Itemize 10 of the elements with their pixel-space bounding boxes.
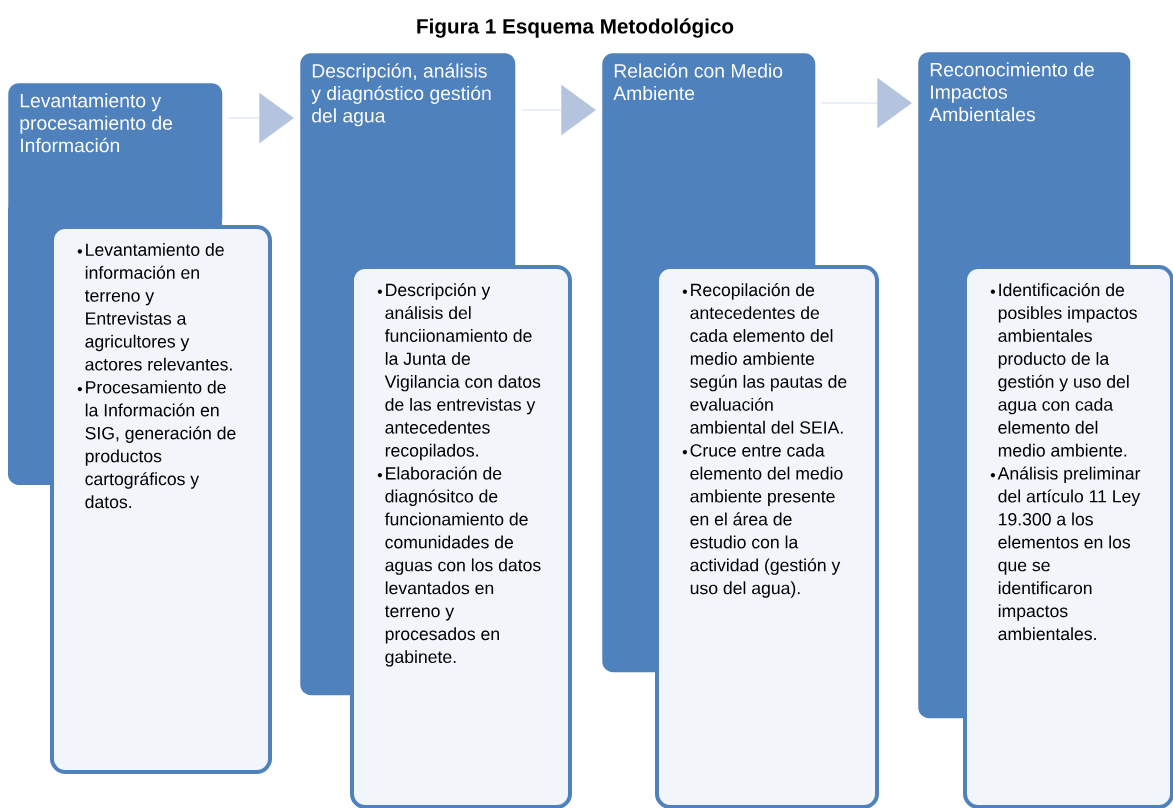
bullet-list-box: Recopilación de antecedentes de cada elemento del medio ambiente según las pautas de evaluación ambiental del SEIA. Cruce entre cada elemento del medio ambiente presente en el área de estudio con la actividad (gestión y uso del agua). [655, 265, 879, 808]
block-arrow [821, 77, 912, 129]
bullet-list-box: Identificación de posibles impactos ambientales producto de la gestión y uso del agua con cada elemento del medio ambiente. Análisis preliminar del artículo 11 Ley 19.300 a los elementos en los que se identificaron impactos ambientales. [963, 265, 1173, 808]
block-arrow [521, 84, 596, 136]
bullet-list-box: Descripción y análisis del funciionamiento de la Junta de Vigilancia con datos de las entrevistas y antecedentes recopilados. Elaboración de diagnósitco de funcionamiento de comunidades de aguas con los datos levantados en terreno y procesados en gabinete. [350, 265, 572, 808]
node-label: Levantamiento y procesamiento de Información [20, 93, 173, 153]
block-arrow [228, 92, 294, 144]
bullet-list-box: Levantamiento de información en terreno y Entrevistas a agricultores y actores relevantes. Procesamiento de la Información en SIG, generación de productos cartográficos y datos. [50, 225, 272, 774]
stage-box: Levantamiento y procesamiento de Información [8, 83, 223, 229]
title: Figura 1 Esquema Metodológico [417, 18, 734, 38]
